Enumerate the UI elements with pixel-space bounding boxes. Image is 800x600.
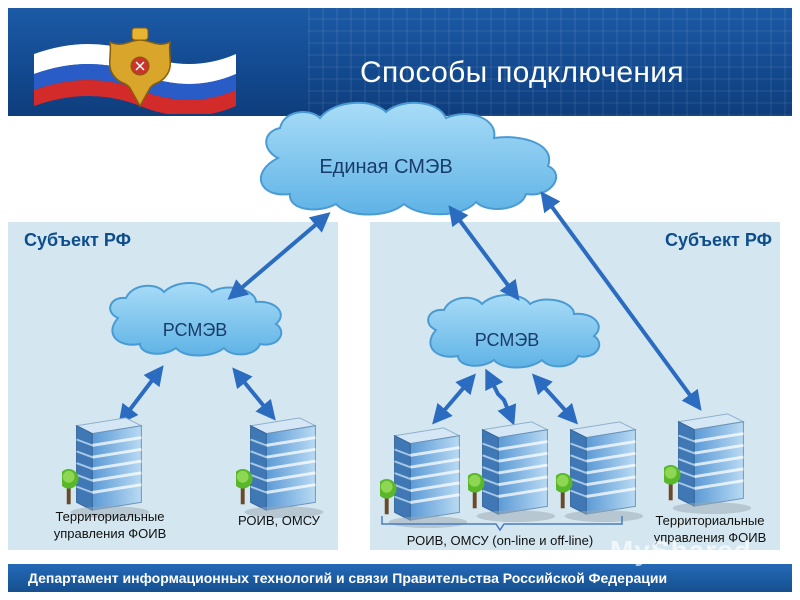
building-roiv-right-2 (468, 420, 557, 524)
building-roiv-right-1 (380, 426, 469, 530)
caption-roiv-left: РОИВ, ОМСУ (238, 513, 320, 528)
building-territorial-left (62, 416, 151, 520)
rsmev-label-left: РСМЭВ (162, 320, 228, 340)
smev-label: Единая СМЭВ (319, 156, 453, 178)
arrow-rsmev-roiv-3 (531, 373, 579, 425)
smev-cloud (259, 101, 558, 216)
watermark: MyShared (610, 535, 752, 566)
caption-roiv-group-right: РОИВ, ОМСУ (on-line и off-line) (406, 533, 594, 548)
region-label-left: Субъект РФ (24, 230, 131, 250)
arrow-rsmev-territorial-left (118, 365, 164, 425)
rsmev-cloud-left (109, 282, 283, 357)
arrow-rsmev-roiv-left (232, 367, 276, 421)
building-territorial-right (664, 412, 753, 516)
arrow-smev-rsmev-left (227, 212, 331, 300)
caption-territorial-right: Территориальные управления ФОИВ (653, 513, 767, 545)
page-title: Способы подключения (360, 56, 684, 89)
rsmev-label-right: РСМЭВ (474, 330, 540, 350)
group-bracket (381, 516, 623, 532)
arrow-smev-rsmev-right (448, 205, 520, 301)
arrow-rsmev-roiv-2 (485, 368, 517, 426)
arrow-smev-territorial-right (540, 191, 702, 411)
building-roiv-left (236, 416, 325, 520)
header-pattern (308, 8, 792, 116)
caption-territorial-left: Территориальные управления ФОИВ (53, 509, 167, 541)
header-bar: Способы подключения (8, 8, 792, 116)
building-roiv-right-3 (556, 420, 645, 524)
coat-of-arms-logo (34, 27, 236, 114)
footer-text: Департамент информационных технологий и … (28, 570, 668, 586)
arrow-rsmev-roiv-1 (432, 373, 476, 425)
footer-bar: Департамент информационных технологий и … (8, 564, 792, 592)
